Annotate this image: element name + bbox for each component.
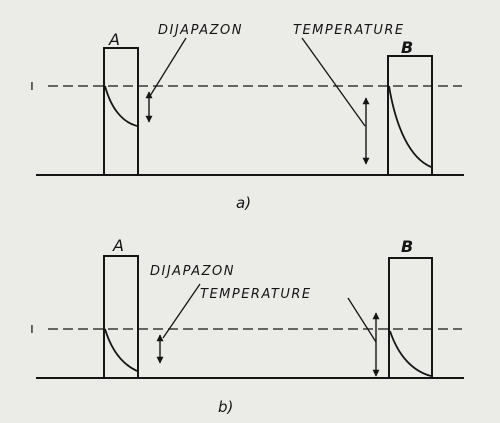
panel-b-callout-dijapazon: DIJAPAZON: [150, 264, 235, 279]
panel-b-block-a: [103, 255, 139, 379]
panel-a-callout-temperature: TEMPERATURE: [293, 23, 405, 38]
panel-a: [36, 37, 464, 176]
panel-a-block-b-curve: [388, 85, 432, 168]
panel-a-level-marker: ı: [30, 78, 34, 94]
panel-b-label-b: B: [401, 237, 413, 256]
panel-b-labels: A B ı DIJAPAZON TEMPERATURE b): [30, 236, 413, 416]
panel-a-label-a: A: [108, 30, 120, 49]
panel-a-leader-right: [301, 37, 366, 127]
panel-a-block-a-curve: [104, 85, 138, 127]
panel-a-block-a: [103, 47, 139, 176]
panel-a-callout-dijapazon: DIJAPAZON: [158, 23, 243, 38]
panel-b-callout-temperature: TEMPERATURE: [200, 287, 312, 302]
panel-b-level-marker: ı: [30, 321, 34, 337]
panel-a-labels: A B ı DIJAPAZON TEMPERATURE a): [30, 23, 413, 212]
panel-a-block-b: [387, 55, 433, 176]
panel-a-caption: a): [236, 194, 251, 212]
panel-b-leader-left: [162, 283, 201, 339]
panel-a-label-b: B: [401, 38, 413, 57]
panel-b-block-a-curve: [104, 328, 138, 372]
panel-b-leader-right: [347, 297, 377, 343]
panel-b: [36, 255, 464, 379]
panel-b-label-a: A: [112, 236, 124, 255]
panel-a-leader-left: [149, 37, 187, 97]
panel-b-block-b: [388, 257, 433, 379]
panel-b-block-b-curve: [389, 330, 432, 377]
panel-b-caption: b): [218, 398, 233, 416]
